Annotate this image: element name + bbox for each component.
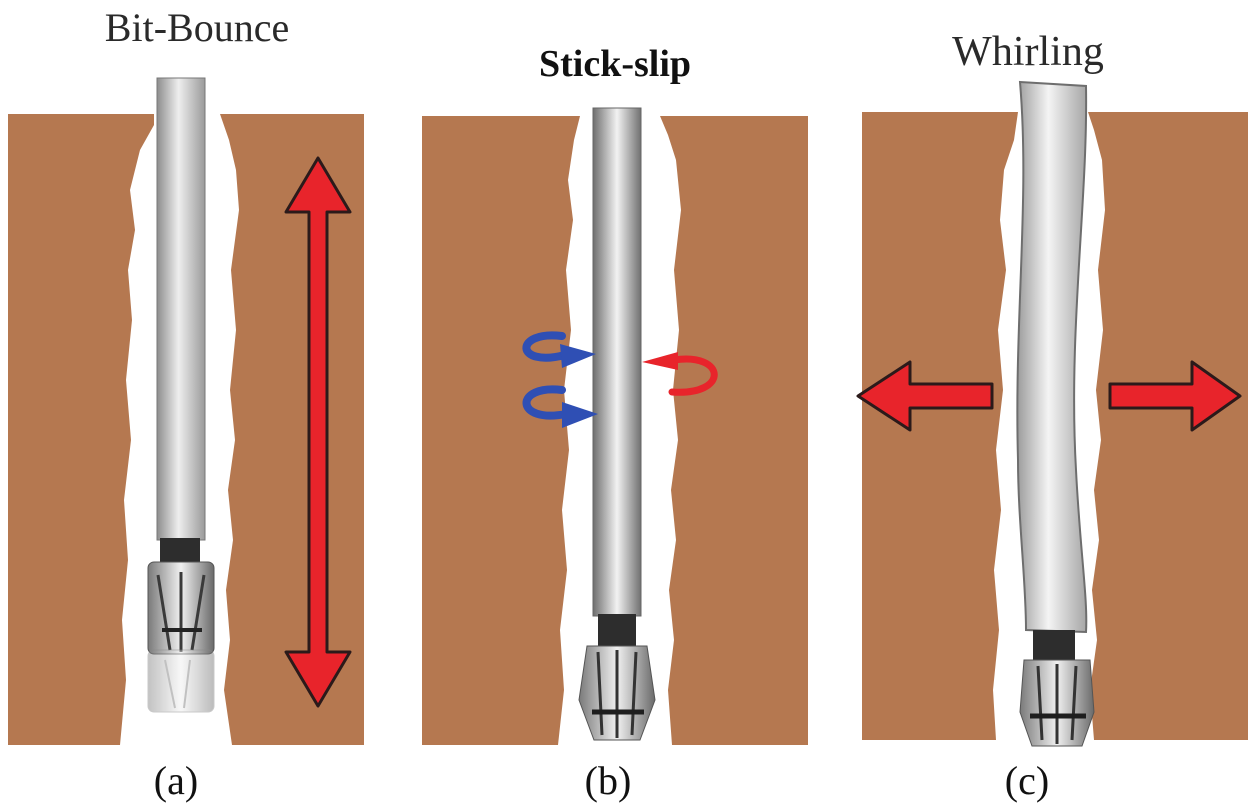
axial-double-arrow <box>284 156 352 708</box>
drill-bit <box>1019 659 1095 747</box>
drill-bit <box>147 561 215 655</box>
panel-bit-bounce <box>8 77 364 745</box>
lateral-arrow-left <box>856 360 994 432</box>
formation-left-rock <box>422 116 580 745</box>
drillstring-pipe <box>156 77 206 541</box>
drillstring-pipe-bent <box>1016 80 1088 634</box>
panel-whirling <box>856 80 1248 747</box>
drill-bit-ghost <box>147 649 215 713</box>
drill-collar <box>1033 630 1075 660</box>
panel-title-whirling: Whirling <box>952 29 1104 75</box>
drill-collar <box>598 614 636 646</box>
panel-stick-slip <box>422 107 808 745</box>
drillstring-pipe <box>592 107 642 617</box>
rotation-arrow-red <box>642 352 718 396</box>
lateral-arrow-right <box>1108 360 1242 432</box>
panel-title-bit-bounce: Bit-Bounce <box>104 5 290 50</box>
formation-left-rock <box>8 114 154 745</box>
formation-right-rock <box>1088 112 1248 740</box>
panel-title-stick-slip: Stick-slip <box>538 43 692 85</box>
formation-left-rock <box>862 112 1018 740</box>
panel-caption-b: (b) <box>584 758 632 803</box>
formation-right-rock <box>660 116 808 745</box>
drill-bit <box>578 645 656 741</box>
rotation-arrow-blue-lower <box>522 385 598 428</box>
rotation-arrow-blue-upper <box>522 331 596 368</box>
panel-caption-a: (a) <box>153 758 199 803</box>
drill-collar <box>160 538 200 564</box>
panel-caption-c: (c) <box>1004 758 1050 803</box>
